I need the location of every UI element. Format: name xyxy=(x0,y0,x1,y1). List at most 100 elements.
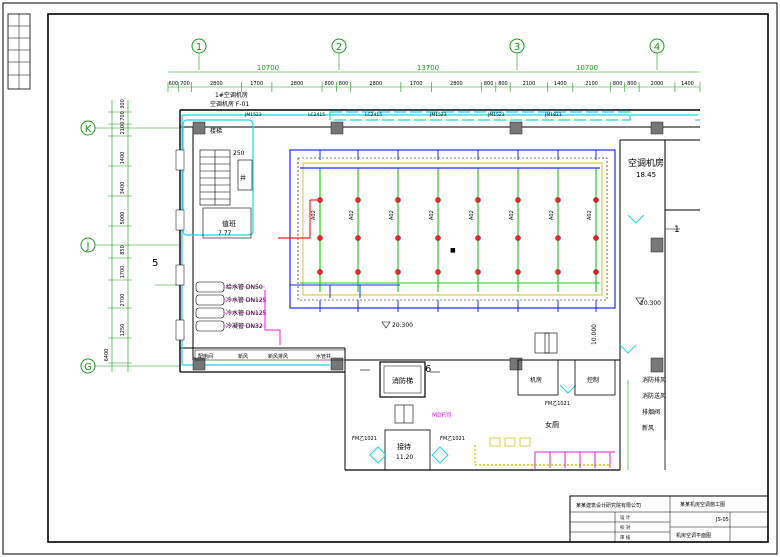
svg-text:K: K xyxy=(85,124,92,135)
svg-text:排烟阀: 排烟阀 xyxy=(642,408,660,416)
title-block xyxy=(569,495,769,543)
left-dim-value: 6400 xyxy=(104,349,110,362)
top-dimension-ticks xyxy=(167,82,701,92)
aircon-unit-node xyxy=(555,197,561,203)
svg-text:G: G xyxy=(84,362,92,373)
fire-door-tag-2: FM乙1021 xyxy=(440,435,465,442)
fire-elevator-room: 消防梯 xyxy=(360,361,440,398)
svg-text:4: 4 xyxy=(654,42,660,53)
wall-opening xyxy=(175,319,185,341)
axis-column-4: 4 xyxy=(649,38,665,70)
top-dim-value: 800 xyxy=(627,81,637,87)
pipe-label-1: 给水管 DN50 xyxy=(226,283,263,291)
title-row-1: 设 计 xyxy=(620,514,631,521)
aircon-unit-node xyxy=(515,269,521,275)
svg-text:2: 2 xyxy=(336,42,342,53)
room-center-mark: ■ xyxy=(450,247,456,254)
top-dim-value: 2100 xyxy=(585,81,598,87)
aircon-unit-node xyxy=(317,269,323,275)
svg-text:女厕: 女厕 xyxy=(545,420,559,429)
svg-text:新风排风: 新风排风 xyxy=(268,353,288,360)
aircon-unit-node xyxy=(395,235,401,241)
title-drawing: 机房空调平面图 xyxy=(676,532,711,539)
top-dim-value: 2800 xyxy=(210,81,223,87)
left-dim-value: 700 xyxy=(120,111,126,121)
window-tag: JM1823 xyxy=(544,112,562,118)
tag-floor: 空调机房 F-01 xyxy=(210,100,249,108)
wall-tags xyxy=(175,149,185,341)
window-tag: JM1523 xyxy=(244,112,262,118)
left-dim-value: 1700 xyxy=(120,266,126,279)
left-dim-value: 2700 xyxy=(120,294,126,307)
aircon-unit-node xyxy=(593,235,599,241)
top-dim-value: 800 xyxy=(324,81,334,87)
shaft-label: 井 xyxy=(240,174,246,182)
title-row-2: 校 对 xyxy=(620,524,631,531)
svg-text:10700: 10700 xyxy=(576,64,598,72)
svg-text:18.45: 18.45 xyxy=(636,171,656,179)
unit-tag: A02 xyxy=(549,210,555,220)
right-room-notes: 消防排风 消防送风 排烟阀 新风 xyxy=(642,376,666,432)
svg-text:值班: 值班 xyxy=(222,219,236,228)
svg-text:控制: 控制 xyxy=(587,376,599,384)
aircon-unit-node xyxy=(515,235,521,241)
aircon-unit-node xyxy=(475,269,481,275)
tag-top: 1#空调机房 xyxy=(215,91,248,99)
aircon-unit-node xyxy=(317,235,323,241)
svg-text:新风: 新风 xyxy=(238,353,248,360)
machine-room-frame xyxy=(289,149,616,309)
aircon-unit-node xyxy=(475,235,481,241)
wall-opening xyxy=(175,149,185,171)
top-dim-value: 1400 xyxy=(554,81,567,87)
top-dim-value: 2800 xyxy=(369,81,382,87)
svg-text:消防排风: 消防排风 xyxy=(642,376,666,384)
unit-tag: A02 xyxy=(349,210,355,220)
top-dim-value: 700 xyxy=(180,81,190,87)
top-dim-value: 600 xyxy=(169,81,179,87)
marker-5: 5 xyxy=(152,258,158,269)
svg-text:配电间: 配电间 xyxy=(198,353,213,360)
window-tag: LC2415 xyxy=(365,112,382,118)
aircon-unit-node xyxy=(395,197,401,203)
toilet-block: 女厕 xyxy=(474,420,615,470)
top-dim-value: 2000 xyxy=(651,81,664,87)
svg-text:10700: 10700 xyxy=(257,64,279,72)
window-tag: JM1523 xyxy=(487,112,505,118)
bottom-strip: 配电间 新风 新风排风 水管井 xyxy=(194,349,346,361)
central-door-group xyxy=(394,404,414,424)
top-dim-value: 2800 xyxy=(450,81,463,87)
title-company: 某某建筑设计研究院有限公司 xyxy=(576,502,641,509)
aircon-unit-node xyxy=(475,197,481,203)
svg-text:10.000: 10.000 xyxy=(591,324,598,345)
axis-row-J: J xyxy=(80,237,180,253)
svg-text:1: 1 xyxy=(196,42,202,53)
aircon-unit-node xyxy=(515,197,521,203)
svg-text:J: J xyxy=(86,241,90,252)
left-dim-value: 1400 xyxy=(120,152,126,165)
pipe-bundle xyxy=(195,281,265,332)
section-number-1: 1 xyxy=(674,225,680,235)
svg-text:13700: 13700 xyxy=(417,64,439,72)
binding-strip xyxy=(7,13,31,90)
blue-branch-bottom xyxy=(290,284,400,298)
window-tag: JM1523 xyxy=(429,112,447,118)
unit-tag: A02 xyxy=(389,210,395,220)
aircon-unit-node xyxy=(593,269,599,275)
svg-text:20.300: 20.300 xyxy=(392,322,413,329)
top-dim-value: 1400 xyxy=(681,81,694,87)
unit-tag: A02 xyxy=(509,210,515,220)
reception-room: 接待 11.20 xyxy=(384,429,431,471)
wall-opening xyxy=(175,264,185,286)
aircon-room-label: 空调机房 18.45 xyxy=(628,157,664,179)
svg-text:11.20: 11.20 xyxy=(396,454,413,461)
aircon-unit-node xyxy=(435,235,441,241)
window-tag: LC2415 xyxy=(308,112,325,118)
stair-dimension: 250 xyxy=(233,150,245,157)
fire-door-tag-3: FM乙1021 xyxy=(545,400,570,407)
top-dimension-chain: 10700 13700 10700 xyxy=(168,64,700,88)
svg-text:20.300: 20.300 xyxy=(640,300,661,307)
axis-column-1: 1 xyxy=(191,38,207,70)
top-dim-value: 1700 xyxy=(250,81,263,87)
